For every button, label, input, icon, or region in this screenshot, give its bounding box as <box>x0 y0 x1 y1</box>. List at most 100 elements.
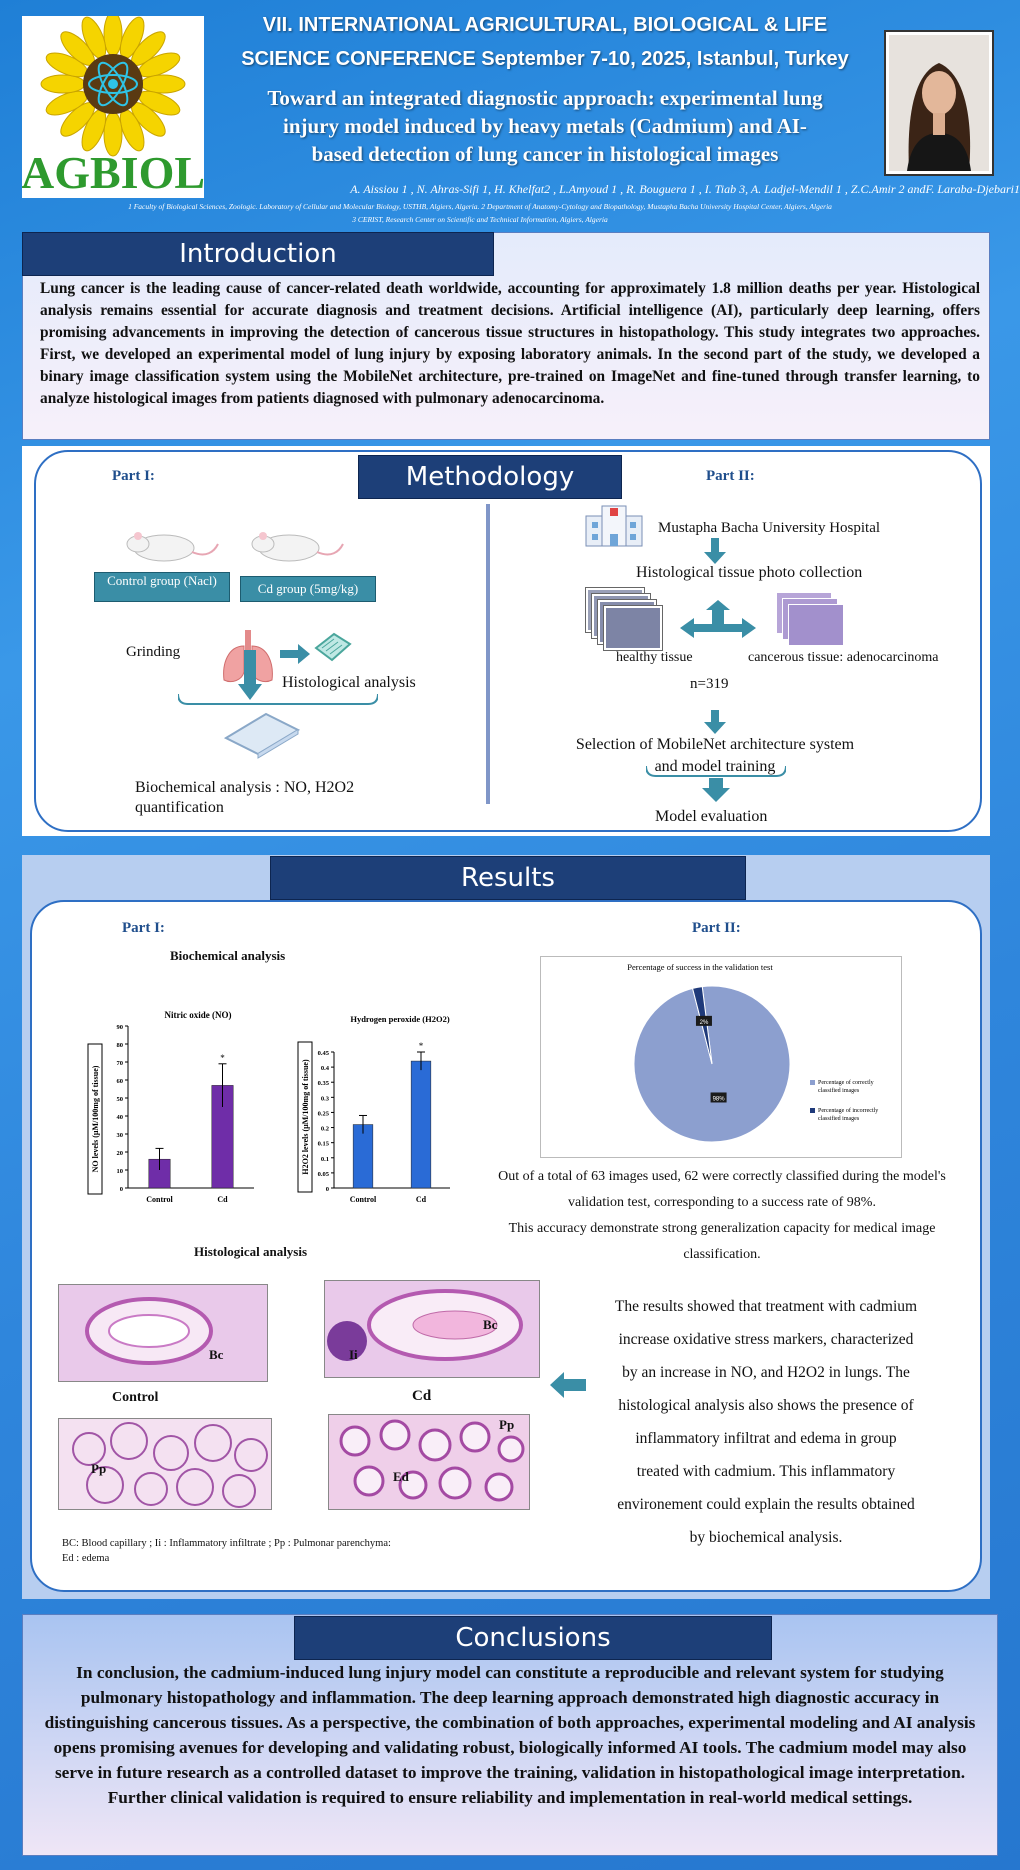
biochemical-analysis-label: Biochemical analysis : NO, H2O2 quantifi… <box>135 778 354 818</box>
no-y-tick-label: 50 <box>117 1096 124 1103</box>
discussion-line-5: inflammatory infiltrat and edema in grou… <box>635 1430 897 1447</box>
validation-summary-line-1: Out of a total of 63 images used, 62 wer… <box>498 1169 946 1184</box>
histology-cd-parenchyma: Pp Ed <box>328 1414 530 1510</box>
discussion-line-8: by biochemical analysis. <box>689 1529 843 1546</box>
histology-legend-line-2: Ed : edema <box>62 1553 110 1564</box>
arrow-down-icon <box>704 538 726 564</box>
h2o2-chart-title: Hydrogen peroxide (H2O2) <box>350 1014 449 1024</box>
no-chart-ylabel: NO levels (µM/100mg of tissue) <box>91 1065 100 1172</box>
discussion-line-6: treated with cadmium. This inflammatory <box>636 1463 896 1480</box>
histology-cd-caption: Cd <box>412 1388 432 1404</box>
validation-pie-chart: Percentage of success in the validation … <box>627 962 878 1143</box>
tissue-texture-icon <box>339 1419 525 1502</box>
hospital-icon <box>585 505 643 547</box>
hist-label-bc-cd: Bc <box>483 1317 498 1332</box>
mouse-icon-cd <box>251 532 344 562</box>
no-chart-title: Nitric oxide (NO) <box>165 1010 232 1020</box>
methodology-part2-label: Part II: <box>706 468 755 484</box>
h2o2-y-tick-label: 0 <box>326 1186 329 1193</box>
results-part2-label: Part II: <box>692 920 741 936</box>
pie-legend-label: classified images <box>818 1087 860 1094</box>
biochemical-analysis-title: Biochemical analysis <box>170 948 286 963</box>
histological-analysis-label: Histological analysis <box>282 674 416 691</box>
h2o2-y-tick-label: 0.4 <box>321 1065 330 1072</box>
h2o2-y-tick-label: 0.3 <box>321 1095 330 1102</box>
tissue-texture-icon <box>72 1422 268 1508</box>
no-category-label: Cd <box>217 1195 228 1204</box>
results-part1-label: Part I: <box>122 920 165 936</box>
flow-bracket-icon <box>646 765 786 802</box>
hist-label-ii: Ii <box>349 1347 358 1362</box>
no-ylabel-box <box>87 1043 103 1195</box>
affiliation-line-1: 1 Faculty of Biological Sciences, Zoolog… <box>128 202 832 211</box>
discussion-line-4: histological analysis also shows the pre… <box>618 1397 914 1414</box>
hist-label-ed: Ed <box>393 1469 409 1484</box>
title-line-1: Toward an integrated diagnostic approach… <box>267 86 823 110</box>
introduction-text: Lung cancer is the leading cause of canc… <box>40 280 980 407</box>
pie-data-label: 2% <box>700 1020 709 1026</box>
pie-legend-swatch <box>810 1080 815 1085</box>
h2o2-bar <box>410 1060 432 1189</box>
validation-summary: Out of a total of 63 images used, 62 wer… <box>494 1164 950 1268</box>
model-selection-line-1: Selection of MobileNet architecture syst… <box>575 736 855 753</box>
methodology-divider <box>486 504 490 804</box>
healthy-tissue-stack <box>585 587 666 654</box>
affiliations: 1 Faculty of Biological Sciences, Zoolog… <box>30 200 930 226</box>
tissue-texture-icon <box>85 1297 213 1365</box>
discussion-line-3: by an increase in NO, and H2O2 in lungs.… <box>622 1364 910 1381</box>
no-y-tick-label: 90 <box>117 1024 124 1031</box>
arrow-down-icon <box>704 710 726 734</box>
biochemical-analysis-line-2: quantification <box>135 799 224 816</box>
pie-legend-label: Percentage of correctly <box>818 1079 874 1086</box>
validation-summary-line-2: validation test, corresponding to a succ… <box>568 1195 876 1210</box>
h2o2-y-tick-label: 0.2 <box>321 1126 329 1133</box>
portrait-icon <box>889 35 989 171</box>
no-y-tick-label: 20 <box>117 1150 124 1157</box>
model-selection-line-2: and model training <box>654 758 776 775</box>
conclusions-heading: Conclusions <box>294 1616 772 1660</box>
histology-control-vessel: Bc <box>58 1284 268 1382</box>
conference-line-1: VII. INTERNATIONAL AGRICULTURAL, BIOLOGI… <box>262 14 828 36</box>
pie-data-label-bg <box>710 1092 727 1103</box>
hist-label-pp: Pp <box>91 1461 107 1476</box>
h2o2-significance-mark: * <box>419 1041 424 1051</box>
hist-label-bc: Bc <box>209 1347 224 1362</box>
histology-control-caption: Control <box>112 1390 159 1405</box>
discussion-line-2: increase oxidative stress markers, chara… <box>618 1331 914 1348</box>
arrow-right-icon <box>280 644 310 664</box>
no-y-tick-label: 10 <box>117 1168 124 1175</box>
hospital-label: Mustapha Bacha University Hospital <box>658 520 881 536</box>
control-group-box: Control group (Nacl) <box>94 572 230 602</box>
healthy-tissue-label: healthy tissue <box>616 650 693 665</box>
h2o2-ylabel-box <box>297 1041 313 1193</box>
h2o2-y-tick-label: 0.25 <box>318 1110 330 1117</box>
results-discussion: The results showed that treatment with c… <box>584 1290 948 1554</box>
conference-line-2: SCIENCE CONFERENCE September 7-10, 2025,… <box>241 48 849 70</box>
results-heading: Results <box>270 856 746 900</box>
histology-control-parenchyma: Pp <box>58 1418 272 1510</box>
model-evaluation-label: Model evaluation <box>655 808 768 825</box>
hist-label-pp-cd: Pp <box>499 1417 515 1432</box>
model-selection-label: Selection of MobileNet architecture syst… <box>560 734 870 778</box>
h2o2-y-tick-label: 0.45 <box>318 1050 330 1057</box>
flow-bracket-icon <box>178 650 378 705</box>
microplate-icon <box>223 712 301 759</box>
no-significance-mark: * <box>220 1053 225 1063</box>
introduction-heading: Introduction <box>22 232 494 276</box>
photo-collection-label: Histological tissue photo collection <box>636 564 863 581</box>
biochemical-analysis-line-1: Biochemical analysis : NO, H2O2 <box>135 779 355 796</box>
cancerous-tissue-stack <box>776 592 848 654</box>
sunflower-logo-icon: AGBIOL <box>22 16 204 198</box>
lungs-icon <box>223 630 273 683</box>
h2o2-y-tick-label: 0.15 <box>318 1141 330 1148</box>
pie-data-label-bg <box>695 1015 712 1026</box>
h2o2-y-tick-label: 0.1 <box>321 1156 329 1163</box>
histology-legend-line-1: BC: Blood capillary ; Ii : Inflammatory … <box>62 1538 391 1549</box>
histology-cd-vessel: Bc Ii <box>324 1280 540 1378</box>
no-y-tick-label: 80 <box>117 1042 124 1049</box>
no-bar-chart: Nitric oxide (NO) NO levels (µM/100mg of… <box>87 1010 254 1204</box>
methodology-heading: Methodology <box>358 455 622 499</box>
h2o2-bar-chart: Hydrogen peroxide (H2O2) H2O2 levels (µM… <box>297 1014 450 1204</box>
pie-chart-title: Percentage of success in the validation … <box>627 962 773 972</box>
author-photo <box>884 30 994 176</box>
